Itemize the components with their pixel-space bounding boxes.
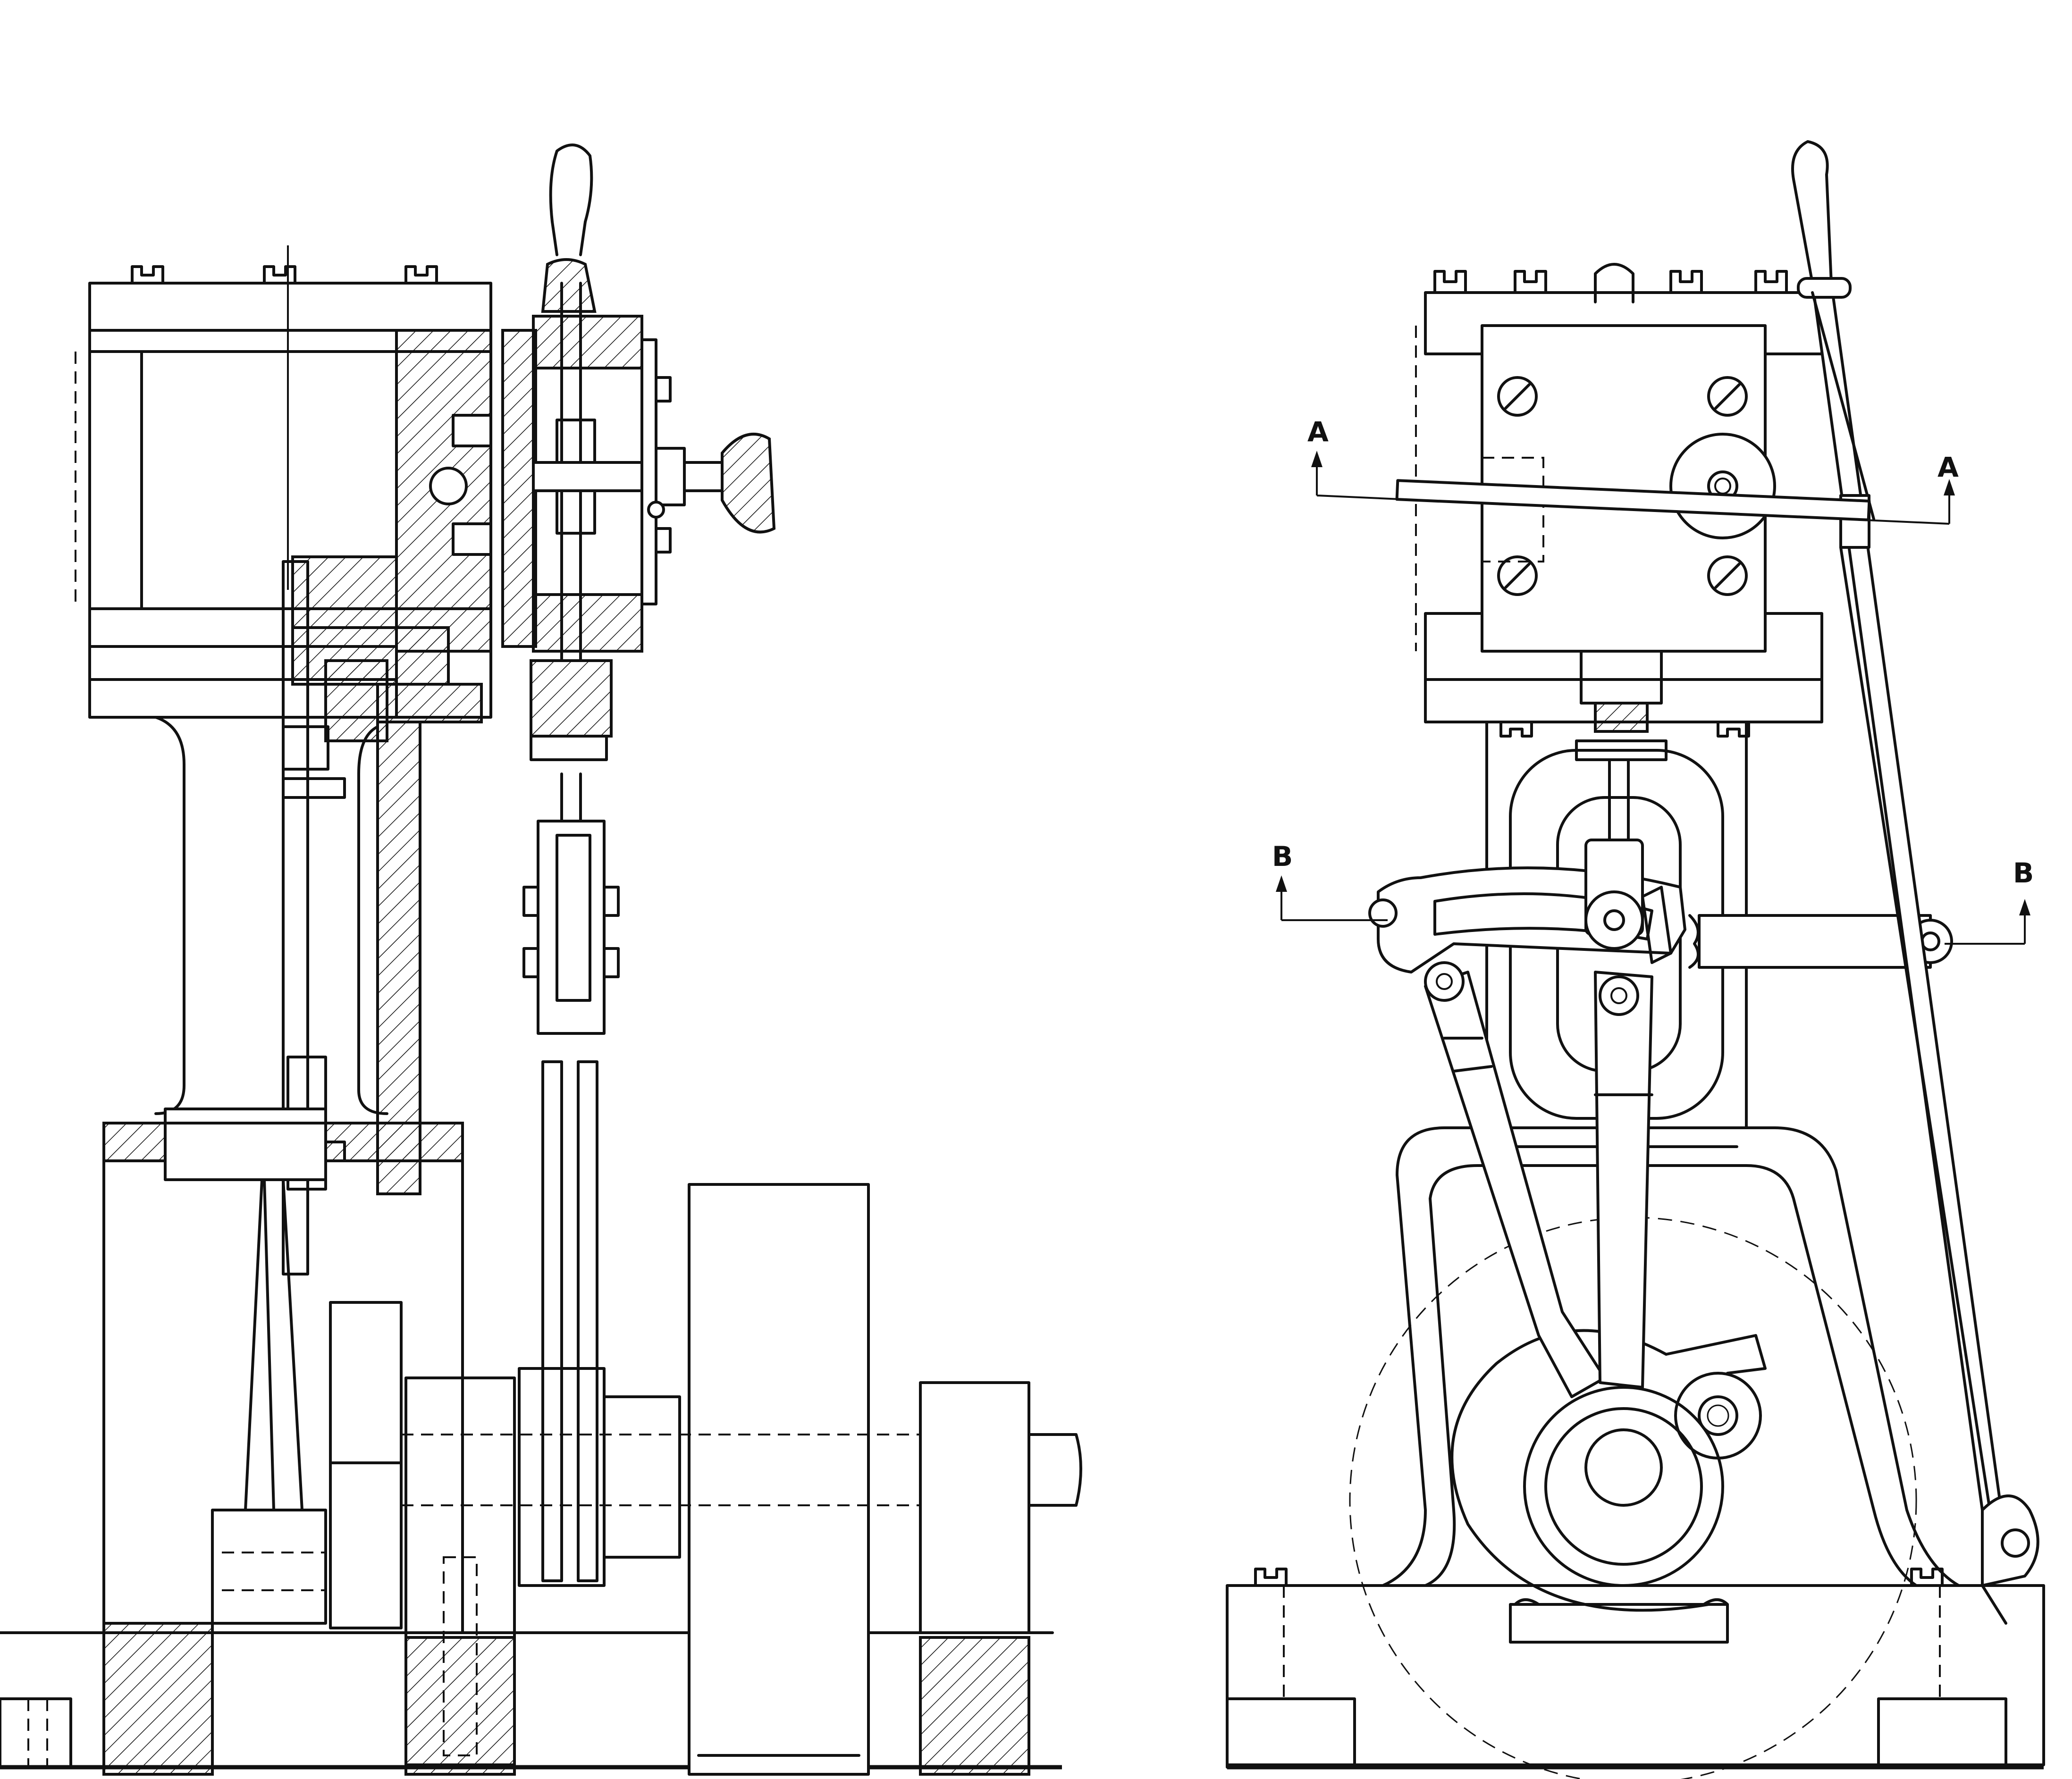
valve-rod-left xyxy=(522,735,620,1582)
cylinder-end-right xyxy=(1415,291,1823,841)
right-view: A A B B xyxy=(1226,140,2045,1779)
valve-chest-left xyxy=(501,143,776,738)
section-marker-a-left: A xyxy=(1307,416,1329,448)
section-line-a: A A xyxy=(1307,416,1959,525)
section-marker-a-right: A xyxy=(1937,451,1959,483)
flywheel-outline xyxy=(1349,1217,1917,1779)
section-marker-b-left: B xyxy=(1272,840,1293,873)
link-quadrant-right xyxy=(1368,839,1953,1016)
crank-assembly-right xyxy=(1450,1329,1767,1612)
left-view xyxy=(0,143,1082,1776)
cylinder-top-nuts-right xyxy=(1433,263,1788,303)
connecting-rods-right xyxy=(1424,971,1653,1398)
cylinder-top-nuts xyxy=(131,265,438,285)
bedplate-left xyxy=(0,1108,1062,1776)
section-marker-b-right: B xyxy=(2013,857,2034,889)
connecting-rod-left xyxy=(211,1178,327,1625)
section-line-b: B B xyxy=(1272,840,2034,945)
reversing-lever-right xyxy=(1791,140,2039,1625)
cylinder xyxy=(75,245,492,719)
